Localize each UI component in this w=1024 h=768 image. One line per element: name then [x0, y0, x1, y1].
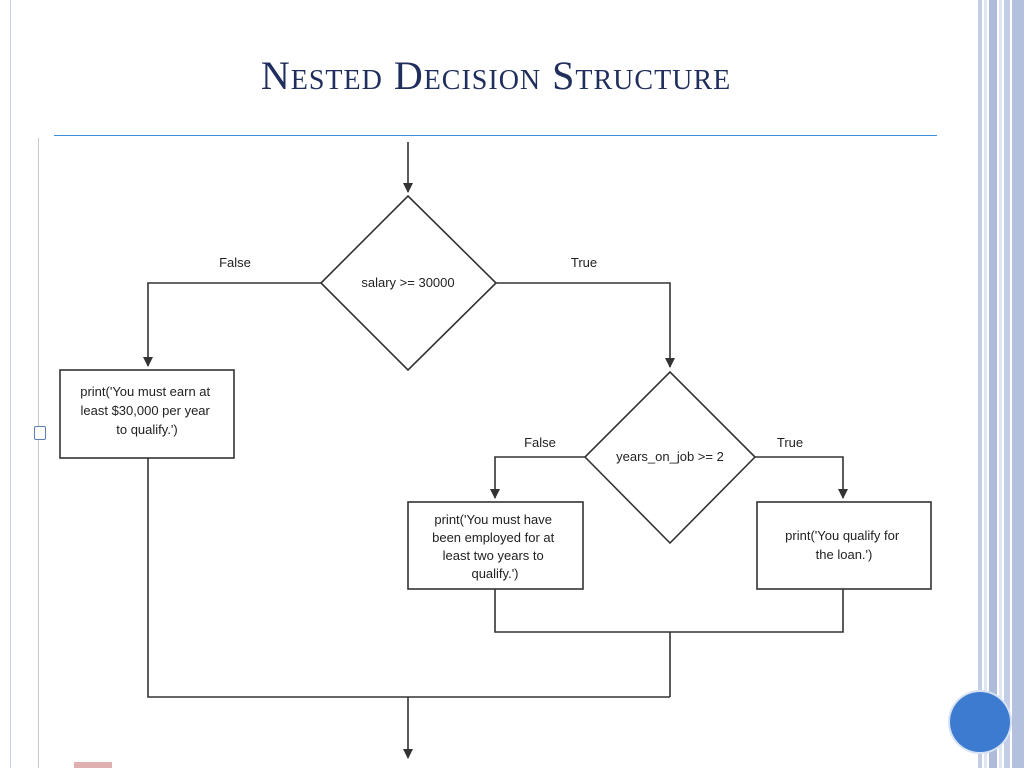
decision-outer-label: salary >= 30000: [361, 275, 454, 290]
nav-circle-button[interactable]: [950, 692, 1010, 752]
edge-outer-false-label: False: [219, 255, 251, 270]
merge-outer: [147, 458, 670, 698]
decision-inner-diamond: [583, 370, 757, 545]
edge-inner-true: [755, 456, 848, 499]
edge-inner-false: [490, 456, 585, 499]
edge-inner-true-label: True: [777, 435, 803, 450]
resize-handle[interactable]: [34, 426, 46, 440]
box-earn: [59, 369, 235, 459]
edge-outer-false: [143, 282, 321, 367]
footer-mark: [74, 762, 112, 768]
decision-outer-diamond: [319, 194, 498, 372]
box-qualify-line: print('You qualify for: [785, 528, 900, 543]
box-employed-line: print('You must have: [434, 512, 552, 527]
edge-inner-false-label: False: [524, 435, 556, 450]
edge-outer-true: [496, 282, 675, 368]
box-employed-line: least two years to: [443, 548, 544, 563]
box-earn-line: least $30,000 per year: [81, 403, 211, 418]
box-employed-line: been employed for at: [432, 530, 555, 545]
box-qualify-text: print('You qualify for the loan.'): [785, 528, 903, 562]
merge-inner: [494, 589, 844, 633]
box-earn-line: print('You must earn at: [80, 384, 210, 399]
box-employed-text: print('You must have been employed for a…: [432, 512, 558, 581]
box-qualify: [756, 501, 932, 590]
slide-title: Nested Decision Structure: [260, 53, 732, 98]
box-employed-line: qualify.'): [471, 566, 518, 581]
content-left-rule: [38, 138, 39, 768]
box-qualify-line: the loan.'): [816, 547, 873, 562]
decision-inner-label: years_on_job >= 2: [616, 449, 724, 464]
right-decorative-bars: [978, 0, 1024, 768]
box-employed: [407, 501, 584, 590]
title-underline: [54, 135, 937, 136]
edge-outer-true-label: True: [571, 255, 597, 270]
box-earn-text: print('You must earn at least $30,000 pe…: [80, 384, 214, 437]
box-earn-line: to qualify.'): [116, 422, 178, 437]
left-border-rule: [10, 0, 11, 768]
